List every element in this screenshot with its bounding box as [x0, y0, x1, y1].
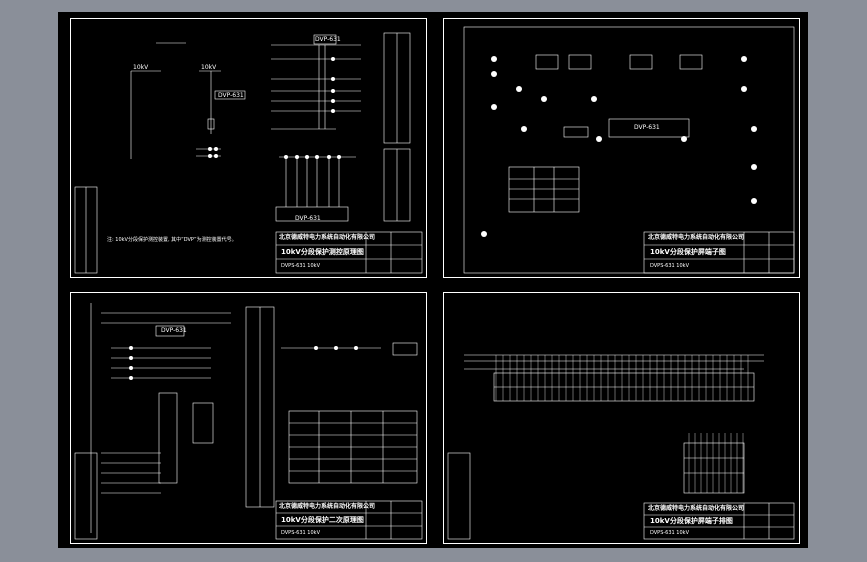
drawing-sheet-4[interactable]: 北京德威特电力系统自动化有限公司 10kV分段保护屏端子排图 DVPS-631 … [443, 292, 800, 544]
drawing-sheet-3[interactable]: DVP-631 北京德威特电力系统自动化有限公司 10kV分段保护二次原理图 D… [70, 292, 427, 544]
title-company: 北京德威特电力系统自动化有限公司 [279, 234, 376, 241]
title-company: 北京德威特电力系统自动化有限公司 [648, 234, 745, 241]
drawing-note: 注: 10kV分段保护测控装置, 其中“DVP”为测控装置代号。 [107, 237, 237, 243]
title-company: 北京德威特电力系统自动化有限公司 [279, 503, 376, 510]
schematic-sheet-4 [447, 354, 795, 540]
title-drawing-no: DVPS-631 10kV [650, 263, 689, 269]
title-drawing: 10kV分段保护屏端子排图 [650, 517, 733, 525]
title-drawing: 10kV分段保护屏端子图 [650, 248, 726, 256]
bus-right-label: 10kV [201, 64, 217, 71]
drawing-sheet-2[interactable]: DVP-631 北京德威特电力系统自动化有限公司 10kV分段保护屏端子图 DV… [443, 18, 800, 278]
terminal-label: DVP-631 [295, 215, 321, 222]
title-drawing: 10kV分段保护测控原理图 [281, 248, 364, 256]
schematic-sheet-1 [74, 32, 423, 274]
schematic-sheet-2 [463, 26, 795, 274]
schematic-sheet-3 [74, 303, 423, 540]
relay-label: DVP-631 [634, 124, 660, 131]
title-company: 北京德威特电力系统自动化有限公司 [648, 505, 745, 512]
title-drawing-no: DVPS-631 10kV [650, 530, 689, 536]
cad-drawing-canvas[interactable]: 10kV 10kV DVP-631 DVP-631 DVP-631 注: 10k… [58, 12, 808, 548]
drawing-sheet-1[interactable]: 10kV 10kV DVP-631 DVP-631 DVP-631 注: 10k… [70, 18, 427, 278]
title-drawing: 10kV分段保护二次原理图 [281, 516, 364, 524]
title-drawing-no: DVPS-631 10kV [281, 263, 320, 269]
relay-top-label: DVP-631 [218, 92, 244, 99]
relay-label: DVP-631 [161, 327, 187, 334]
relay-mid-label: DVP-631 [315, 36, 341, 43]
bus-left-label: 10kV [133, 64, 149, 71]
title-drawing-no: DVPS-631 10kV [281, 530, 320, 536]
